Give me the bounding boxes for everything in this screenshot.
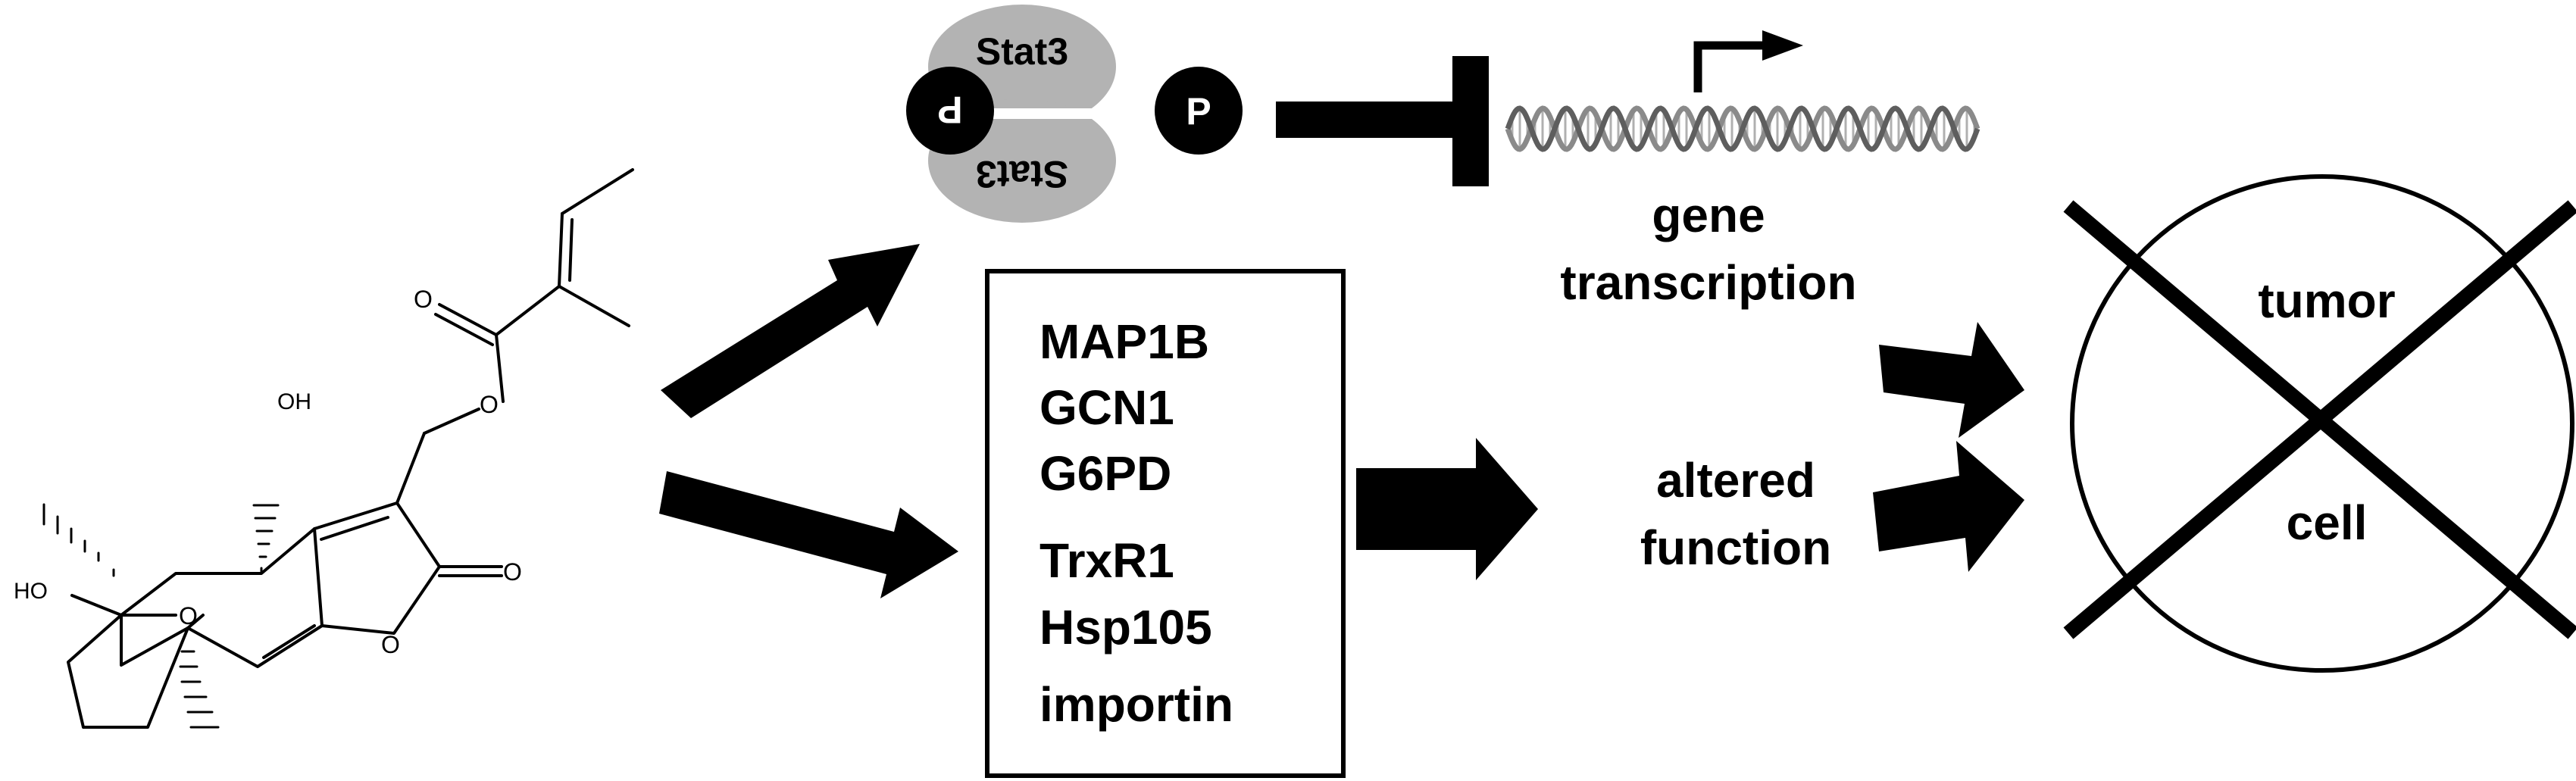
stat3-bottom-label: Stat3 <box>976 153 1068 195</box>
altered-function-line2: function <box>1640 520 1831 575</box>
protein-target-item: G6PD <box>1039 446 1171 501</box>
hashed-wedge-bond <box>179 650 220 729</box>
altered-function-label: altered function <box>1640 453 1831 575</box>
gene-transcription-line1: gene <box>1652 188 1765 242</box>
phospho-left-label: P <box>937 89 962 131</box>
ester-carbonyl-bond <box>438 303 498 336</box>
eight-membered-ring <box>120 527 324 668</box>
cyclopentane-ring <box>67 614 189 729</box>
stat3-top-label: Stat3 <box>976 30 1068 73</box>
side-chain-bond <box>558 285 630 327</box>
alkene-double-bond <box>568 218 574 282</box>
phospho-right-circle <box>1155 67 1243 155</box>
protein-targets-list: MAP1B GCN1 G6PD TrxR1 Hsp105 importin <box>1039 314 1233 732</box>
hashed-wedge-bond <box>42 503 115 577</box>
atom-label-ho: HO <box>14 579 48 604</box>
atom-label-o-lactone-ring: O <box>381 631 400 658</box>
tumor-cell-line2: cell <box>2287 495 2368 550</box>
atom-label-o-ester-carbonyl: O <box>414 286 433 313</box>
atom-label-oh: OH <box>277 389 311 414</box>
double-helix-icon <box>1505 105 1980 152</box>
gene-transcription-label: gene transcription <box>1560 188 1856 310</box>
x-cross-icon <box>2063 200 2576 639</box>
t-bar-inhibition-icon <box>1276 56 1489 186</box>
atom-label-o-lactone-carbonyl: O <box>503 558 522 586</box>
arrow-transcription-to-tumor-cell <box>1879 322 2024 438</box>
chemical-structure <box>42 168 634 729</box>
bent-arrow-promoter-icon <box>1693 30 1803 92</box>
atom-label-o-ester: O <box>480 391 499 418</box>
side-chain-bond <box>423 408 480 435</box>
protein-target-item: MAP1B <box>1039 314 1209 369</box>
hydroxyl-bond <box>70 594 123 617</box>
arrow-to-altered-function <box>1356 438 1538 580</box>
side-chain-bond <box>561 168 634 215</box>
phospho-right-label: P <box>1186 90 1211 133</box>
protein-target-item: importin <box>1039 677 1233 732</box>
furanone-double-bond <box>320 516 389 541</box>
protein-targets-box <box>985 269 1346 778</box>
ring-double-bond <box>262 624 316 659</box>
hashed-wedge-bond <box>252 504 280 575</box>
protein-target-item: GCN1 <box>1039 380 1174 435</box>
atom-labels: OH HO O O O O O <box>14 286 522 658</box>
ester-carbonyl-bond <box>434 313 494 346</box>
arrow-to-stat3 <box>661 244 920 418</box>
gene-transcription-line2: transcription <box>1560 255 1856 310</box>
altered-function-line1: altered <box>1656 453 1815 508</box>
protein-target-item: Hsp105 <box>1039 600 1212 654</box>
side-chain-bond <box>395 432 426 505</box>
atom-label-o-bridge: O <box>179 602 198 629</box>
side-chain-bond <box>495 333 505 403</box>
arrow-function-to-tumor-cell <box>1873 441 2024 572</box>
alkene-bond <box>558 212 564 288</box>
phospho-left-circle <box>906 67 994 155</box>
tumor-cell: tumor cell <box>2063 174 2576 673</box>
arrow-to-protein-targets <box>659 471 958 598</box>
ether-bridge-bond <box>186 614 205 629</box>
tumor-cell-line1: tumor <box>2258 273 2395 328</box>
side-chain-bond <box>495 285 561 336</box>
stat3-dimer: Stat3 Stat3 P P <box>906 5 1243 223</box>
protein-target-item: TrxR1 <box>1039 533 1174 588</box>
